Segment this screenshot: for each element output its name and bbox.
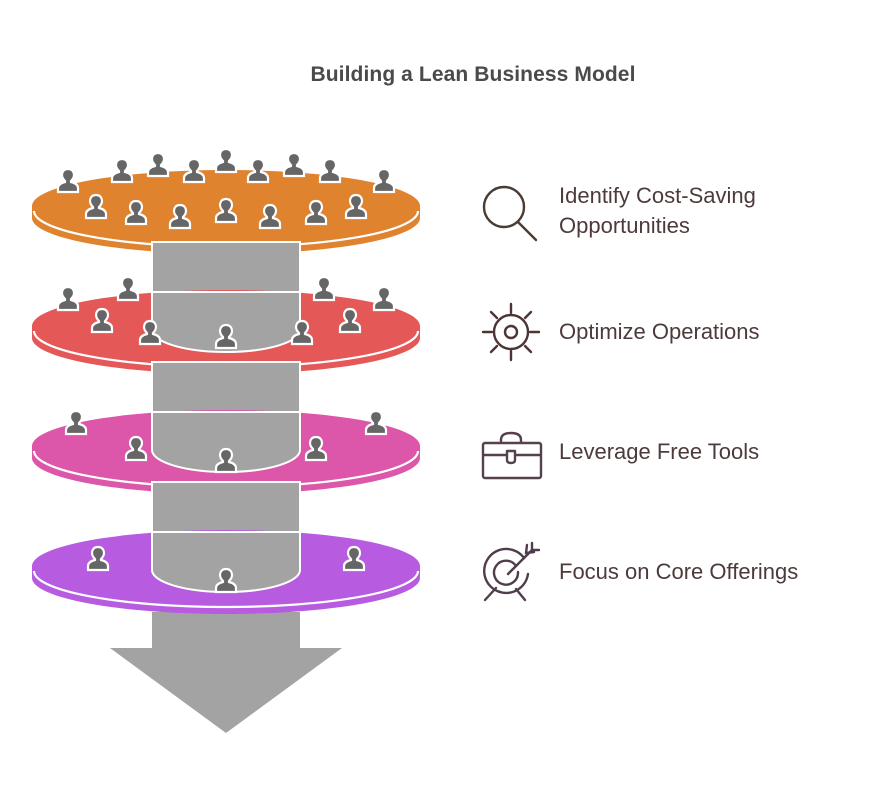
sun-gear-icon xyxy=(480,302,544,369)
disc-rim xyxy=(32,570,420,609)
step-3-label: Leverage Free Tools xyxy=(559,439,760,464)
person-icon xyxy=(214,147,238,174)
diagram-title: Building a Lean Business Model xyxy=(310,63,636,86)
person-icon xyxy=(282,151,306,178)
step-4-label: Focus on Core Offerings xyxy=(559,559,799,584)
person-icon xyxy=(312,275,336,302)
step-2-label: Optimize Operations xyxy=(559,319,760,344)
person-icon xyxy=(116,275,140,302)
person-icon xyxy=(372,167,396,194)
person-icon xyxy=(56,285,80,312)
step-1-label: Identify Cost-Saving Opportunities xyxy=(559,181,756,241)
magnifier-icon xyxy=(478,180,544,251)
layer-1 xyxy=(32,147,420,254)
layer-4 xyxy=(32,481,420,614)
step-1-label-line1: Identify Cost-Saving xyxy=(559,183,756,208)
target-arrow-icon xyxy=(480,540,544,609)
layer-2 xyxy=(32,241,420,374)
person-icon xyxy=(110,157,134,184)
layer-3 xyxy=(32,361,420,494)
toolbox-icon xyxy=(480,430,544,487)
person-icon xyxy=(56,167,80,194)
person-icon xyxy=(318,157,342,184)
person-icon xyxy=(146,151,170,178)
person-icon xyxy=(372,285,396,312)
step-1-label-line2: Opportunities xyxy=(559,213,690,238)
down-arrow xyxy=(110,612,342,733)
